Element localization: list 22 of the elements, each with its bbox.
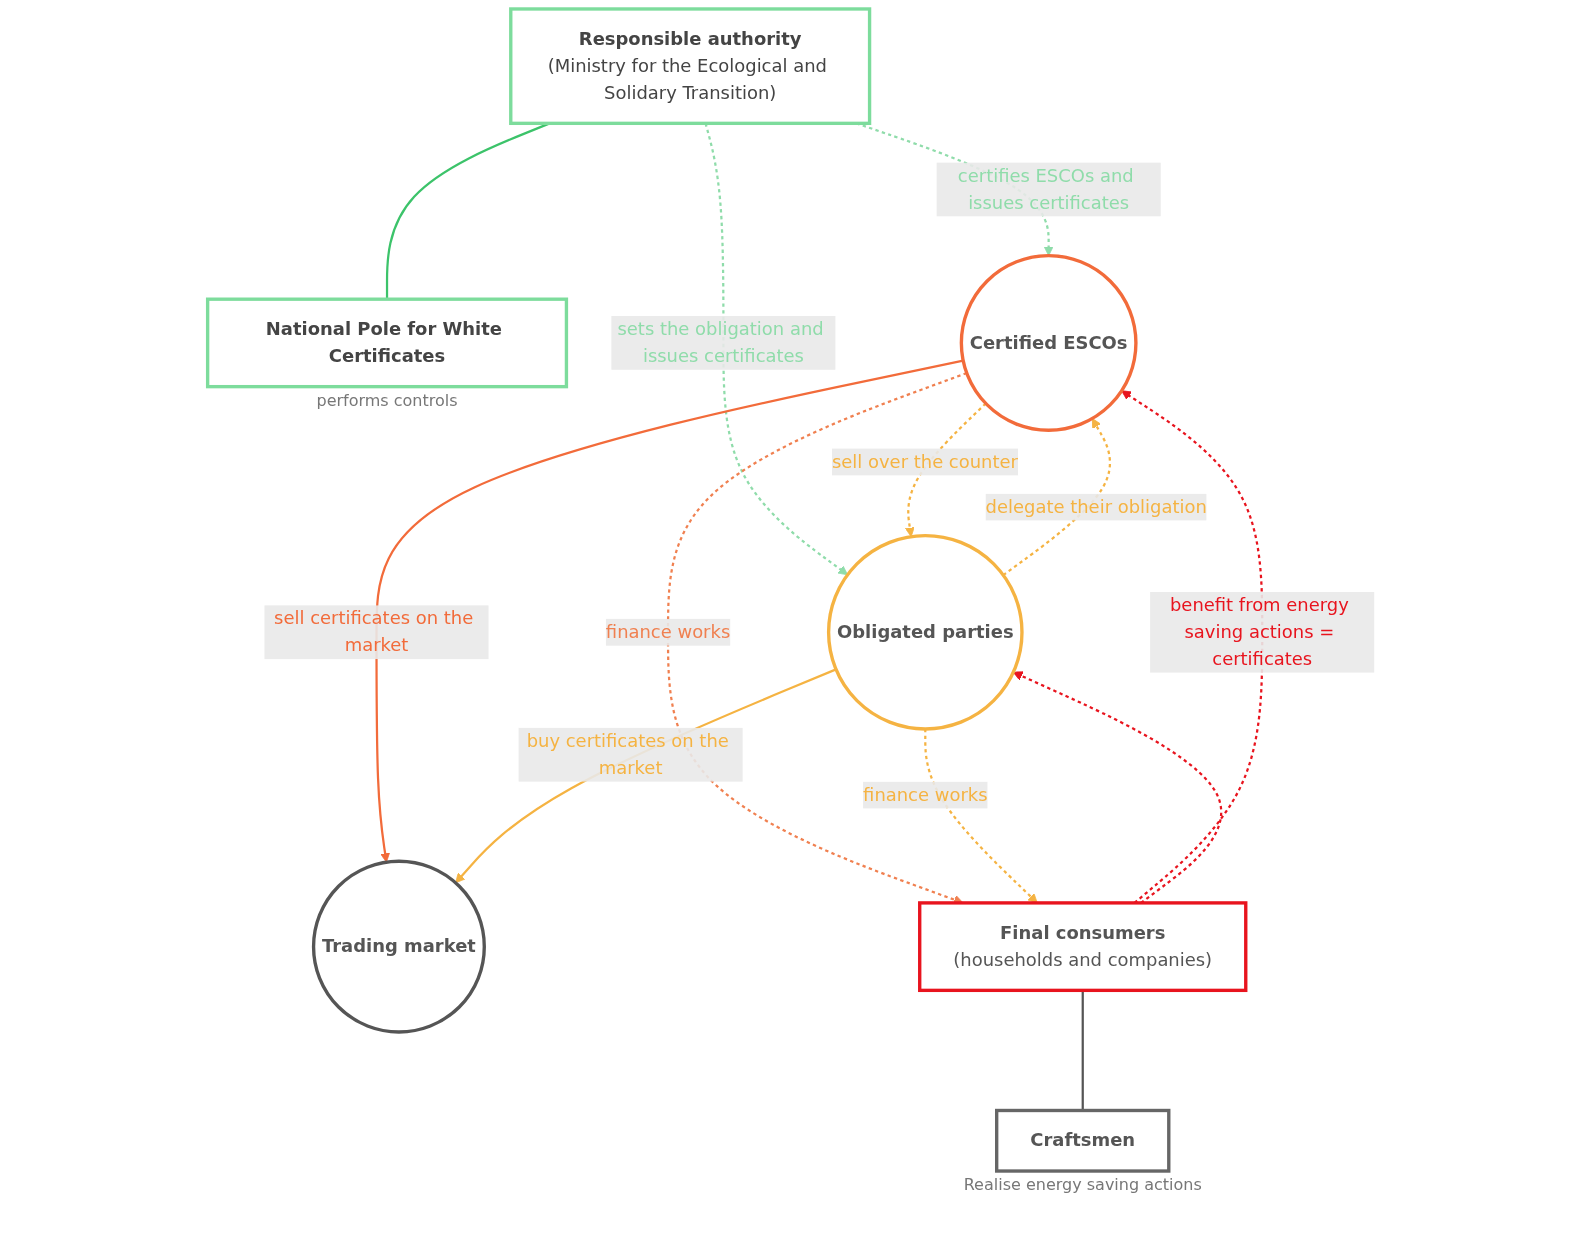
node-box: Craftsmen — [995, 1108, 1171, 1173]
arrow — [1002, 418, 1111, 577]
node-box: Responsible authority (Ministry for the Ecological and Solidary Transition) — [509, 7, 872, 126]
node-circle: Trading market — [311, 859, 486, 1034]
edge-label: sets the obligation and issues certificates — [617, 318, 824, 367]
edge-label: finance works — [605, 621, 731, 643]
edge-label: buy certificates on the market — [526, 730, 729, 779]
node-box: Final consumers (households and companies) — [918, 901, 1248, 993]
node-circle: Certified ESCOs — [959, 253, 1138, 432]
node-circle: Obligated parties — [826, 533, 1024, 731]
node-caption: performs controls — [316, 390, 458, 410]
edge-label: benefit from energy saving actions = certificates — [1169, 594, 1349, 670]
node-caption: Realise energy saving actions — [963, 1175, 1202, 1194]
connector — [1081, 990, 1084, 1111]
arrow — [704, 123, 848, 576]
node-box: National Pole for White Certificates — [205, 297, 569, 389]
edge-label: sell certificates on the market — [274, 607, 474, 656]
edge-label: certifies ESCOs and issues certificates — [957, 164, 1134, 214]
edge-label: sell over the counter — [831, 450, 1018, 473]
edge-label: finance works — [863, 783, 988, 806]
edge-label: delegate their obligation — [985, 495, 1207, 518]
arrow — [375, 359, 964, 863]
